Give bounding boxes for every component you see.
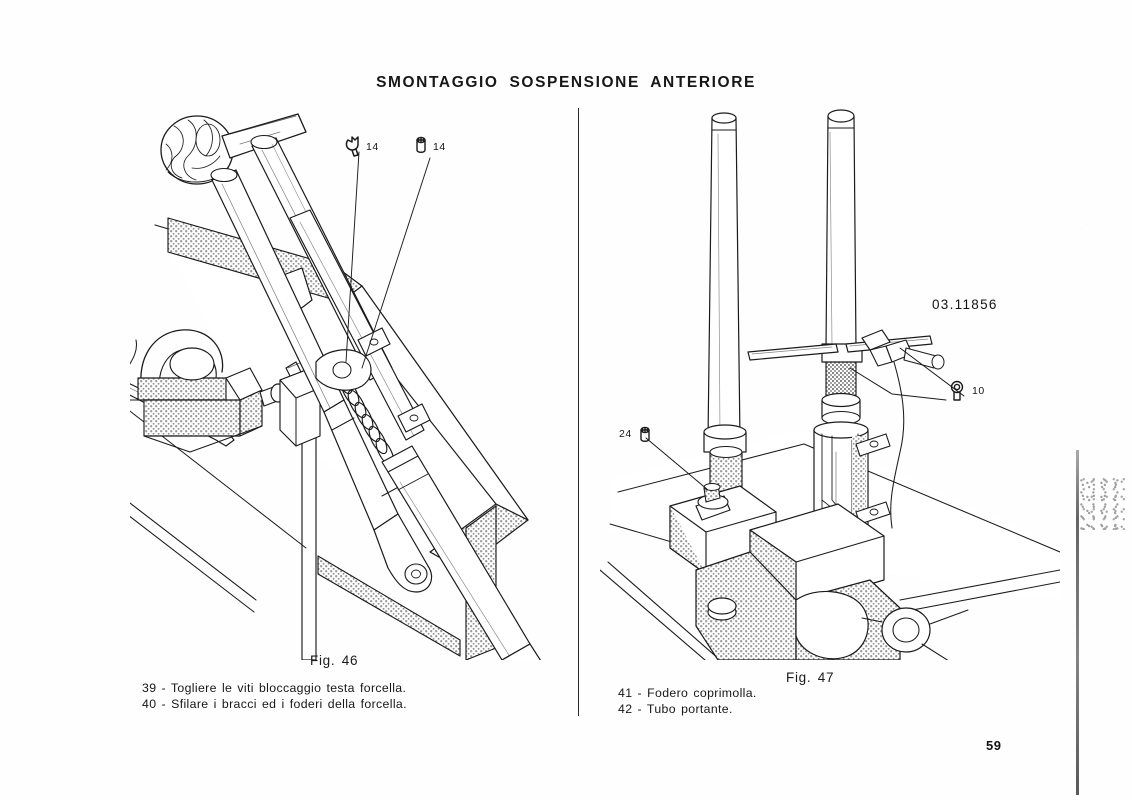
callout-size-10-socket: 10: [972, 385, 985, 397]
figure-47-label: Fig. 47: [786, 670, 835, 685]
callout-size-24-socket: 24: [619, 428, 632, 440]
socket-wrench-icon: [416, 136, 426, 153]
figure-46-label: Fig. 46: [310, 653, 359, 668]
callout-size-14-wrench: 14: [366, 141, 379, 153]
scan-edge-artifact: [1076, 450, 1079, 795]
page-number: 59: [986, 738, 1002, 753]
figure-46-notes: 39 - Togliere le viti bloccaggio testa f…: [142, 681, 407, 711]
figure-46-illustration: [130, 113, 541, 660]
special-tool-part-number: 03.11856: [932, 297, 998, 312]
callout-size-14-socket: 14: [433, 141, 446, 153]
figure-47-illustration: [600, 109, 1060, 660]
column-divider: [578, 108, 580, 716]
socket-wrench-icon: [950, 380, 964, 401]
page-title: SMONTAGGIO SOSPENSIONE ANTERIORE: [376, 74, 756, 91]
open-end-wrench-icon: [345, 136, 359, 157]
scan-noise-artifact: [1079, 478, 1125, 530]
figure-47-notes: 41 - Fodero coprimolla. 42 - Tubo portan…: [618, 686, 757, 716]
socket-wrench-icon: [640, 426, 650, 442]
